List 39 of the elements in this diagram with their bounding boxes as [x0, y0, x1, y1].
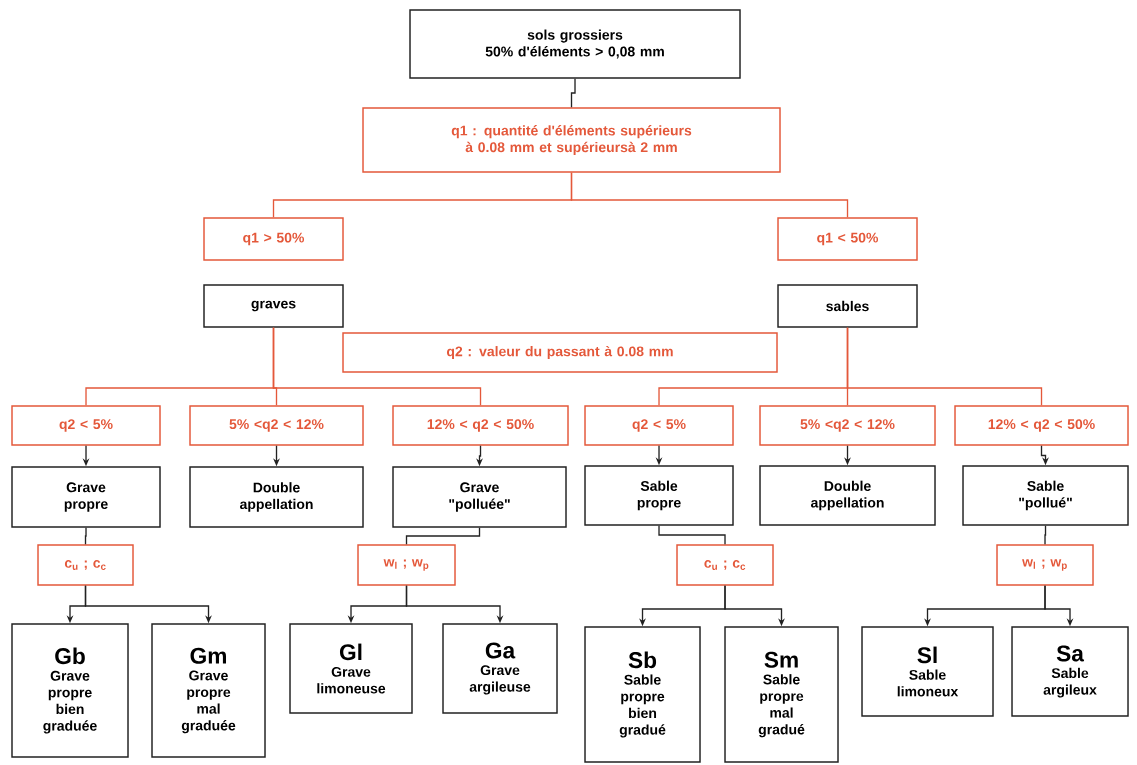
soil-class-box: Sl Sable limoneux: [861, 626, 994, 717]
soil-class-box: Double appellation: [189, 466, 364, 528]
soil-class-box: Grave "polluée": [392, 466, 567, 528]
connector: [570, 172, 849, 218]
criterion-box: 5% <q2 < 12%: [189, 405, 364, 446]
soil-class-box: Sable propre: [584, 465, 734, 526]
connector: [272, 327, 482, 406]
connector: [405, 527, 481, 545]
connector: [658, 525, 726, 545]
connector: [84, 527, 87, 545]
soil-class-box: Sm Sable propre mal gradué: [724, 626, 839, 763]
criterion-box: q2 < 5%: [584, 405, 734, 446]
soil-class-box: sables: [777, 284, 918, 328]
soil-class-box: sols grossiers 50% d'éléments > 0,08 mm: [409, 9, 741, 79]
soil-class-box: Sb Sable propre bien gradué: [584, 626, 701, 763]
soil-class-box: Gl Grave limoneuse: [289, 623, 413, 714]
criterion-box: w$_{l}$ ; w$_{p}$: [357, 544, 456, 586]
criterion-box: q1 : quantité d'éléments supérieurs à 0.08 mm et supérieursà 2 mm: [362, 107, 781, 173]
soil-class-box: Sa Sable argileux: [1011, 626, 1129, 717]
criterion-box: c$_{u}$ ; c$_{c}$: [676, 544, 774, 586]
soil-class-box: Gm Grave propre mal graduée: [151, 623, 266, 758]
criterion-box: q2 < 5%: [11, 405, 161, 446]
criterion-box: c$_{u}$ ; c$_{c}$: [37, 544, 134, 586]
criterion-box: w$_{l}$ ; w$_{p}$: [996, 544, 1094, 586]
soil-class-box: Double appellation: [759, 465, 936, 526]
criterion-box: 12% < q2 < 50%: [954, 405, 1129, 446]
criterion-box: q1 < 50%: [777, 217, 918, 261]
criterion-box: 12% < q2 < 50%: [392, 405, 569, 446]
connector: [1044, 525, 1047, 545]
soil-class-box: Sable "pollué": [962, 465, 1129, 526]
soil-class-box: Gb Grave propre bien graduée: [11, 623, 129, 758]
connector: [846, 327, 1043, 406]
criterion-box: q2 : valeur du passant à 0.08 mm: [342, 332, 778, 373]
criterion-box: 5% <q2 < 12%: [759, 405, 936, 446]
criterion-box: q1 > 50%: [203, 217, 344, 261]
soil-class-box: Grave propre: [11, 466, 161, 528]
connector: [570, 78, 576, 108]
soil-class-box: graves: [203, 284, 344, 328]
soil-class-box: Ga Grave argileuse: [442, 623, 558, 714]
